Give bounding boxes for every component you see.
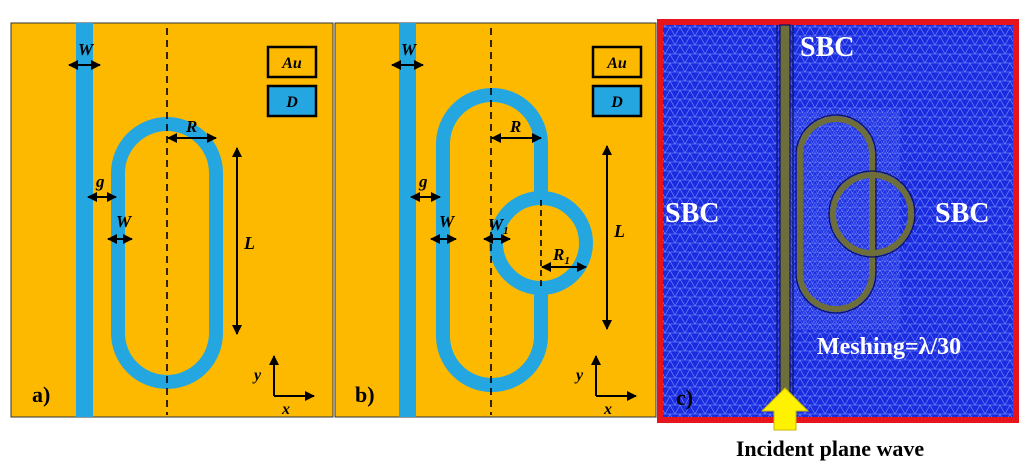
panel-b-w1-sub: 1: [503, 225, 509, 237]
panel-b-w1-label: W1: [488, 215, 509, 237]
panel-a-legend-au-label: Au: [281, 55, 302, 72]
panel-a-axis-y-label: y: [252, 367, 262, 384]
panel-a-legend-au-box: [266, 45, 318, 79]
panel-c: SBC SBC SBC Meshing=λ/30 c): [657, 19, 1019, 431]
panel-b-l-label: L: [613, 221, 625, 241]
panel-a-w-ring-label: W: [116, 212, 133, 231]
panel-c-sbc-right: SBC: [935, 198, 989, 229]
panel-a-g-label: g: [95, 172, 105, 191]
panel-c-meshing-label: Meshing=λ/30: [817, 334, 961, 360]
panel-b-bus-waveguide: [399, 23, 416, 417]
panel-a-tag: a): [32, 382, 50, 407]
panel-b-r1-main: R: [552, 245, 564, 264]
panel-b-w1-main: W: [488, 215, 505, 234]
panel-b-tag: b): [355, 382, 375, 407]
panel-b-r1-label: R1: [552, 245, 570, 267]
panel-b-r-label: R: [509, 117, 521, 136]
panel-b-w-ring-label: W: [439, 212, 456, 231]
panel-b-racetrack-ring: [436, 88, 548, 392]
panel-c-sbc-top: SBC: [800, 32, 854, 63]
panel-c-incident-arrow: [760, 387, 810, 431]
panel-c-tag: c): [676, 385, 693, 410]
panel-b-axis-y-label: y: [574, 367, 584, 384]
panel-c-sbc-left: SBC: [665, 198, 719, 229]
panel-b-legend-au-label: Au: [606, 55, 627, 72]
panel-a: W g W R L Au D y x a): [10, 22, 334, 418]
panel-b: W g W W1 R R1 L Au D y x b): [334, 22, 657, 418]
panel-a-r-label: R: [185, 117, 197, 136]
panel-c-racetrack-ring: [797, 116, 875, 312]
panel-c-circular-outline: [828, 170, 916, 258]
panel-b-legend-au-box: [591, 45, 643, 79]
panel-a-axis-x-label: x: [281, 401, 290, 418]
panel-c-circular-ring: [830, 172, 914, 256]
panel-a-legend-d-box: [266, 84, 318, 118]
panel-c-racetrack-outline: [795, 114, 877, 314]
panel-a-bus-waveguide: [76, 23, 93, 417]
panel-b-legend-d-box: [591, 84, 643, 118]
panel-a-legend-d-label: D: [285, 94, 298, 111]
panel-b-w-label: W: [401, 40, 418, 59]
panel-b-legend-d-label: D: [610, 94, 623, 111]
panel-b-r1-sub: 1: [564, 255, 570, 267]
panel-a-w-label: W: [78, 40, 95, 59]
panel-a-racetrack-ring: [111, 117, 223, 389]
panel-b-axis-x-label: x: [603, 401, 612, 418]
incident-plane-wave-caption: Incident plane wave: [735, 436, 925, 461]
panel-c-bus-waveguide: [779, 24, 791, 418]
panel-a-l-label: L: [243, 233, 255, 253]
panel-a-gold-substrate: [10, 22, 334, 418]
panel-b-g-label: g: [418, 172, 428, 191]
